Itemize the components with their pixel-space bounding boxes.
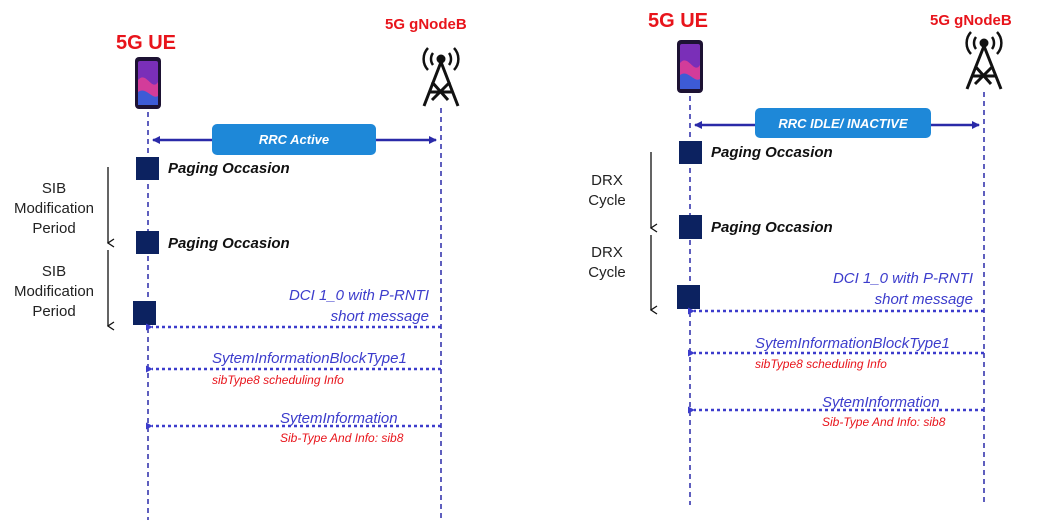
sib1-sub-label: sibType8 scheduling Info xyxy=(212,373,344,387)
paging-block xyxy=(677,285,700,309)
si-message-label: SytemInformation xyxy=(280,410,398,427)
paging-block xyxy=(679,215,702,239)
smartphone-icon xyxy=(135,57,161,109)
paging-block xyxy=(136,231,159,254)
paging-occasion-label: Paging Occasion xyxy=(711,144,833,161)
dci-message-label: DCI 1_0 with P-RNTI xyxy=(288,287,429,304)
rrc-state-badge: RRC IDLE/ INACTIVE xyxy=(755,108,931,138)
drx-cycle-label: DRX Cycle xyxy=(588,172,626,209)
gnb-title: 5G gNodeB xyxy=(930,12,1012,29)
cell-tower-icon xyxy=(422,47,460,107)
dci-message-label: short message xyxy=(874,291,973,308)
dci-message-label: short message xyxy=(330,308,429,325)
gnb-title: 5G gNodeB xyxy=(385,16,467,33)
sib1-message-label: SytemInformationBlockType1 xyxy=(212,350,407,367)
paging-block xyxy=(679,141,702,164)
sib-modification-period-label: SIB Modification Period xyxy=(13,263,95,320)
paging-block xyxy=(133,301,156,325)
si-sub-label: Sib-Type And Info: sib8 xyxy=(822,415,946,429)
si-sub-label: Sib-Type And Info: sib8 xyxy=(280,431,404,445)
dci-message-label: DCI 1_0 with P-RNTI xyxy=(832,270,973,287)
ue-title: 5G UE xyxy=(648,10,709,32)
paging-block xyxy=(136,157,159,180)
cell-tower-icon xyxy=(965,31,1003,90)
paging-occasion-label: Paging Occasion xyxy=(711,219,833,236)
paging-occasion-label: Paging Occasion xyxy=(168,160,290,177)
sib-modification-period-label: SIB Modification Period xyxy=(13,180,95,237)
paging-occasion-label: Paging Occasion xyxy=(168,235,290,252)
smartphone-icon xyxy=(677,40,703,93)
sib1-message-label: SytemInformationBlockType1 xyxy=(755,335,950,352)
ue-title: 5G UE xyxy=(116,32,177,54)
rrc-state-badge: RRC Active xyxy=(212,124,376,155)
sib1-sub-label: sibType8 scheduling Info xyxy=(755,357,887,371)
drx-cycle-label: DRX Cycle xyxy=(588,244,626,281)
si-message-label: SytemInformation xyxy=(822,394,940,411)
